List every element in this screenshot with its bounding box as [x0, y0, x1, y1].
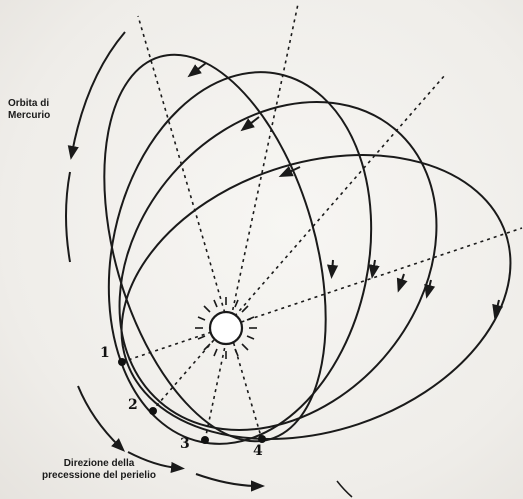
orbit-1 — [120, 154, 512, 440]
perihelion-label-1: 1 — [100, 345, 110, 361]
perihelion-label-3: 3 — [180, 436, 190, 452]
orbit-3 — [107, 71, 373, 445]
orbit-arrow-6 — [278, 165, 301, 177]
orbit-label-line-1: Orbita di — [8, 98, 50, 109]
perihelion-point-2 — [149, 407, 157, 415]
orbit-outer-arc-left — [65, 171, 71, 263]
perihelion-points — [118, 358, 266, 444]
orbit-label: Orbita di Mercurio — [8, 98, 74, 122]
apsidal-line-2 — [151, 74, 446, 412]
precession-arrow-1 — [77, 385, 126, 452]
precession-label-line-1: Direzione della — [63, 458, 135, 469]
perihelion-point-4 — [258, 435, 266, 443]
precession-arc-tail — [336, 480, 353, 498]
precession-arrow-2 — [127, 451, 185, 473]
orbit-arrow-7 — [240, 116, 260, 132]
apsidal-lines — [121, 3, 523, 441]
orbit-arrow-4 — [368, 259, 380, 279]
orbits — [103, 53, 512, 445]
orbit-arrow-5 — [327, 259, 339, 279]
perihelion-label-2: 2 — [128, 397, 138, 413]
perihelion-point-1 — [118, 358, 126, 366]
orbit-arrow-3 — [396, 273, 408, 293]
precession-arrow-3 — [195, 473, 265, 492]
apsidal-line-1 — [121, 227, 523, 363]
orbit-label-arrow — [67, 31, 126, 160]
precession-label: Direzione della precessione del perielio — [24, 458, 174, 482]
apsidal-line-4 — [137, 15, 263, 441]
precession-label-line-2: precessione del perielio — [42, 470, 156, 481]
orbit-4 — [103, 53, 327, 443]
apsidal-line-3 — [204, 3, 299, 441]
orbit-arrows — [187, 62, 504, 319]
orbit-label-line-2: Mercurio — [8, 110, 51, 121]
orbit-2 — [118, 101, 438, 431]
orbit-arrow-8 — [187, 62, 207, 78]
perihelion-label-4: 4 — [253, 443, 263, 459]
precession-arrows — [77, 385, 265, 492]
orbit-arrow-2 — [424, 279, 436, 299]
orbit-arrow-1 — [492, 299, 504, 319]
sun-icon — [195, 297, 257, 359]
perihelion-point-3 — [201, 436, 209, 444]
